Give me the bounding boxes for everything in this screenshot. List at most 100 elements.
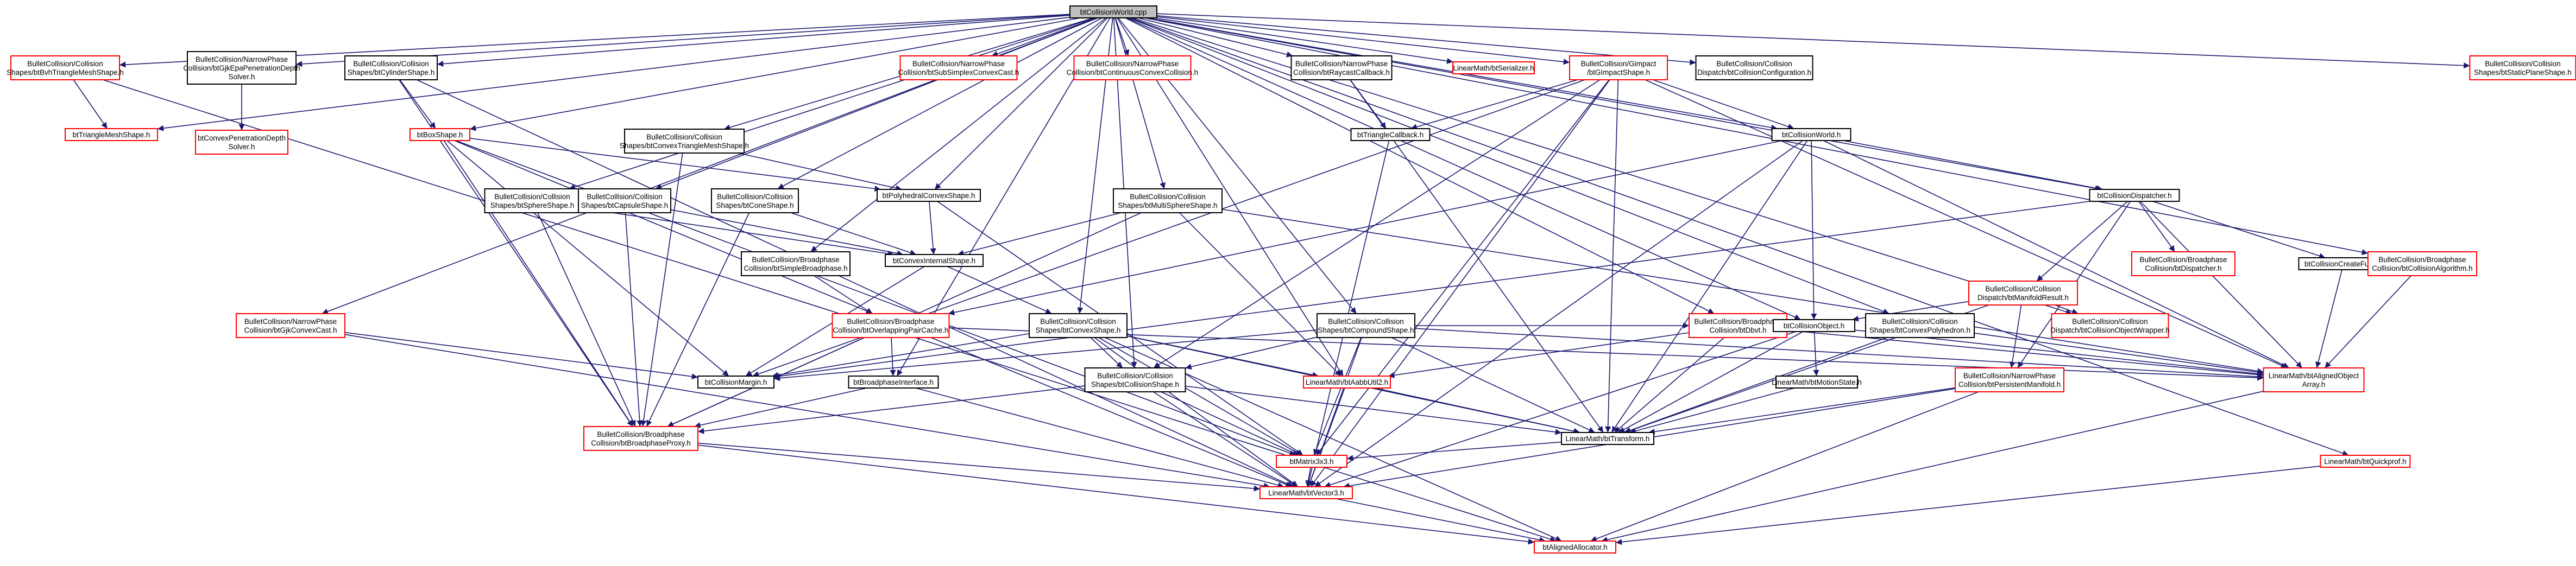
node-label: BulletCollision/Broadphase <box>847 317 934 326</box>
node-cone[interactable]: BulletCollision/CollisionShapes/btConeSh… <box>711 188 799 213</box>
node-box <box>2320 455 2411 468</box>
node-compound[interactable]: BulletCollision/CollisionShapes/btCompou… <box>1317 313 1415 338</box>
node-cyl[interactable]: BulletCollision/CollisionShapes/btCylind… <box>344 55 438 80</box>
node-label: Shapes/btCollisionShape.h <box>1091 380 1179 389</box>
node-aabbutil[interactable]: LinearMath/btAabbUtil2.h <box>1303 376 1391 389</box>
node-colconfig[interactable]: BulletCollision/CollisionDispatch/btColl… <box>1695 55 1813 80</box>
node-boxshape[interactable]: btBoxShape.h <box>410 128 470 141</box>
node-contcast[interactable]: BulletCollision/NarrowPhaseCollision/btC… <box>1067 55 1198 80</box>
edge-root-to-gimpact <box>1156 16 1570 65</box>
edge-capsule-to-cvxinternal <box>670 209 904 257</box>
node-bvh_tri[interactable]: BulletCollision/CollisionShapes/btBvhTri… <box>7 55 124 80</box>
node-transform[interactable]: LinearMath/btTransform.h <box>1561 432 1654 445</box>
edge-colworld-to-transform <box>1611 140 1808 433</box>
edge-compound-to-colshape <box>1185 336 1318 370</box>
node-box <box>2263 367 2365 392</box>
node-label: btCollisionCreateFunc.h <box>2304 260 2383 268</box>
node-serializer[interactable]: LinearMath/btSerializer.h <box>1452 61 1535 74</box>
edge-colobject-to-vector3 <box>1324 331 1796 488</box>
node-bpdispatcher[interactable]: BulletCollision/BroadphaseCollision/btDi… <box>2131 251 2235 276</box>
edge-colshape-to-transform <box>1185 385 1562 435</box>
node-colobject[interactable]: btCollisionObject.h <box>1773 319 1855 332</box>
node-cvxshape[interactable]: BulletCollision/CollisionShapes/btConvex… <box>1029 313 1128 338</box>
node-label: BulletCollision/Collision <box>1985 285 2061 293</box>
edge-compound-to-colmargin <box>773 329 1318 381</box>
node-sphere[interactable]: BulletCollision/CollisionShapes/btSphere… <box>484 188 581 213</box>
node-colshape[interactable]: BulletCollision/CollisionShapes/btCollis… <box>1084 367 1186 392</box>
node-colworld[interactable]: btCollisionWorld.h <box>1771 128 1851 141</box>
node-label: Solver.h <box>229 143 255 151</box>
edge-quickprof-to-alignedalloc <box>1615 466 2321 545</box>
node-polycvx[interactable]: btPolyhedralConvexShape.h <box>877 189 981 202</box>
node-simplebp[interactable]: BulletCollision/BroadphaseCollision/btSi… <box>741 251 851 276</box>
edge-root-to-trimeshshape <box>157 17 1070 131</box>
node-quickprof[interactable]: LinearMath/btQuickprof.h <box>2320 455 2411 468</box>
edge-gjkcvxcast-to-vector3 <box>344 334 1270 489</box>
node-colmargin[interactable]: btCollisionMargin.h <box>697 376 774 389</box>
node-gjk_epa[interactable]: BulletCollision/NarrowPhaseCollision/btG… <box>183 51 300 85</box>
node-label: BulletCollision/Collision <box>1040 317 1116 326</box>
node-box <box>1452 61 1535 74</box>
node-overlap[interactable]: BulletCollision/BroadphaseCollision/btOv… <box>832 313 950 338</box>
node-trimeshshape[interactable]: btTriangleMeshShape.h <box>65 128 158 141</box>
edge-dispatcher-to-colmargin <box>773 201 2090 379</box>
node-box <box>1290 55 1393 80</box>
node-root[interactable]: btCollisionWorld.cpp <box>1069 5 1157 18</box>
node-gjkcvxcast[interactable]: BulletCollision/NarrowPhaseCollision/btG… <box>236 313 345 338</box>
node-label: BulletCollision/Collision <box>494 193 570 201</box>
node-vector3[interactable]: LinearMath/btVector3.h <box>1259 486 1353 499</box>
node-cvxtrimesh[interactable]: BulletCollision/CollisionShapes/btConvex… <box>620 129 749 154</box>
node-gimpact[interactable]: BulletCollision/Gimpact/btGImpactShape.h <box>1569 55 1668 80</box>
node-label: btAlignedAllocator.h <box>1542 543 1607 551</box>
node-bpproxy[interactable]: BulletCollision/BroadphaseCollision/btBr… <box>583 426 698 451</box>
edge-cvxpoly-to-transform <box>1624 337 1887 434</box>
node-motionstate[interactable]: LinearMath/btMotionState.h <box>1772 376 1862 389</box>
node-label: btConvexPenetrationDepth <box>198 134 286 142</box>
edge-gimpact-to-matrix <box>1315 79 1610 456</box>
edge-cyl-to-vector3 <box>417 79 1294 487</box>
node-label: BulletCollision/NarrowPhase <box>244 317 337 326</box>
edge-bpproxy-to-vector3 <box>697 442 1261 492</box>
node-tricb[interactable]: btTriangleCallback.h <box>1350 128 1431 141</box>
node-label: Collision/btGjkConvexCast.h <box>244 326 337 334</box>
node-matrix[interactable]: btMatrix3x3.h <box>1276 455 1347 468</box>
node-colalgo[interactable]: BulletCollision/BroadphaseCollision/btCo… <box>2367 251 2477 276</box>
edge-cvxshape-to-colshape <box>1090 337 1123 368</box>
edge-transform-to-matrix <box>1346 441 1562 461</box>
edge-alignedarr-to-alignedalloc <box>1601 391 2264 543</box>
node-subsimplex[interactable]: BulletCollision/NarrowPhaseCollision/btS… <box>898 55 1019 80</box>
node-box <box>583 426 698 451</box>
node-colobjwrap[interactable]: BulletCollision/CollisionDispatch/btColl… <box>2050 313 2170 338</box>
node-bpinterface[interactable]: btBroadphaseInterface.h <box>848 376 939 389</box>
edge-dispatcher-to-bpdispatcher <box>2138 201 2175 252</box>
node-label: LinearMath/btTransform.h <box>1566 435 1650 443</box>
node-cvxpoly[interactable]: BulletCollision/CollisionShapes/btConvex… <box>1865 313 1975 338</box>
node-label: BulletCollision/Collision <box>1328 317 1404 326</box>
node-label: btBoxShape.h <box>417 131 463 139</box>
node-staticplane[interactable]: BulletCollision/CollisionShapes/btStatic… <box>2469 55 2576 80</box>
node-label: btCollisionDispatcher.h <box>2097 192 2171 200</box>
node-label: Collision/btGjkEpaPenetrationDepth <box>183 64 300 72</box>
node-label: Collision/btCollisionAlgorithm.h <box>2372 264 2472 272</box>
node-label: btMatrix3x3.h <box>1289 457 1333 466</box>
edge-root-to-boxshape <box>469 17 1081 131</box>
edge-sphere-to-bpproxy <box>537 212 636 427</box>
edge-gimpact-to-colshape <box>1153 79 1601 368</box>
node-raycb[interactable]: BulletCollision/NarrowPhaseCollision/btR… <box>1290 55 1393 80</box>
node-box <box>2131 251 2235 276</box>
node-dispatcher[interactable]: btCollisionDispatcher.h <box>2089 189 2180 202</box>
node-persistmani[interactable]: BulletCollision/NarrowPhaseCollision/btP… <box>1955 367 2064 392</box>
edge-colshape-to-bpproxy <box>697 385 1085 434</box>
node-dbvt[interactable]: BulletCollision/BroadphaseCollision/btDb… <box>1689 313 1787 338</box>
node-capsule[interactable]: BulletCollision/CollisionShapes/btCapsul… <box>578 188 671 213</box>
edge-root-to-cyl <box>437 15 1070 67</box>
node-label: Collision/btSimpleBroadphase.h <box>744 264 847 272</box>
node-manifoldres[interactable]: BulletCollision/CollisionDispatch/btMani… <box>1968 281 2078 306</box>
node-label: btCollisionMargin.h <box>705 378 767 386</box>
node-alignedalloc[interactable]: btAlignedAllocator.h <box>1534 540 1616 554</box>
node-cvxinternal[interactable]: btConvexInternalShape.h <box>885 254 984 267</box>
edge-colworld-to-vector3 <box>1314 140 1803 487</box>
node-multisphere[interactable]: BulletCollision/CollisionShapes/btMultiS… <box>1113 188 1223 213</box>
